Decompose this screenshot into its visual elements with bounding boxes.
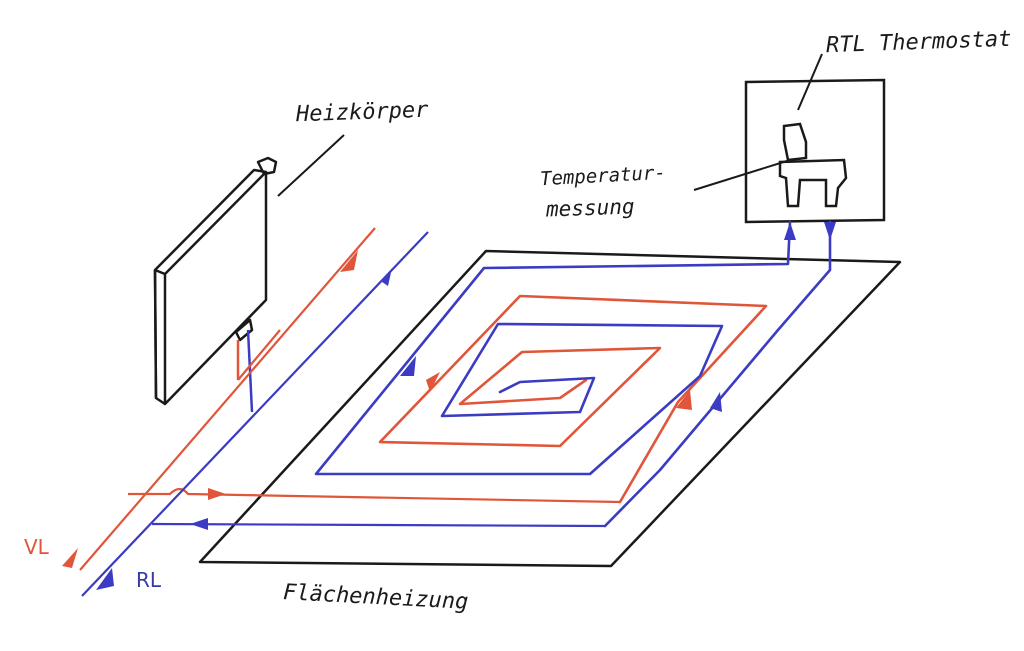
spiral-supply [378, 294, 768, 504]
radiator [153, 156, 278, 413]
temperatur-label-line2: messung [545, 194, 635, 222]
leader-lines [277, 53, 823, 197]
supply-pipe-vl [79, 227, 621, 571]
rl-label: RL [136, 568, 162, 592]
return-pipe-rl [81, 231, 606, 597]
vl-label: VL [24, 535, 49, 559]
spiral-return [314, 220, 832, 528]
floor-plate [198, 249, 902, 568]
thermostat-box [744, 78, 886, 224]
flow-arrows [62, 222, 836, 590]
heizkoerper-label: Heizkörper [295, 97, 429, 128]
